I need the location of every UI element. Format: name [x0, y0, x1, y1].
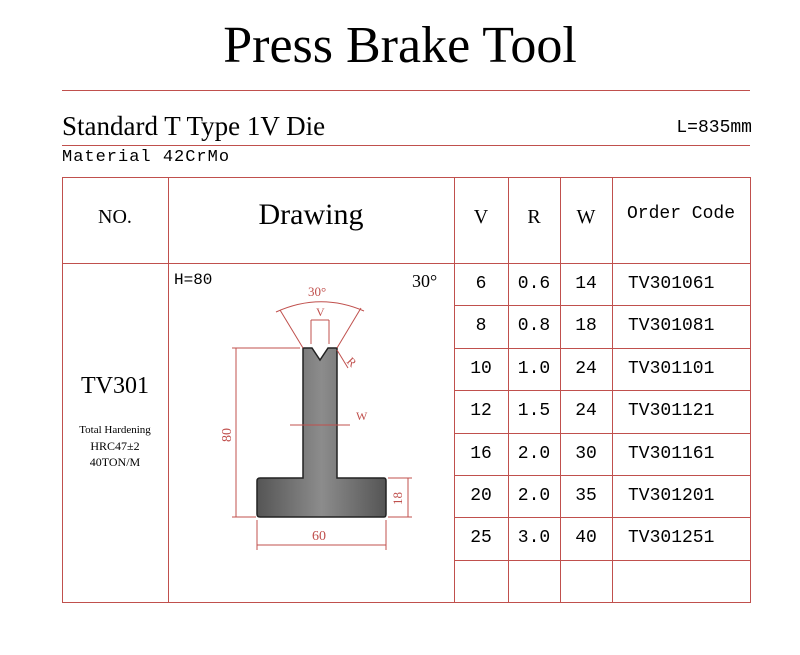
row-cell-r: 1.5: [517, 401, 551, 422]
row-cell-code: TV301201: [628, 486, 715, 506]
dim-r-text: R: [344, 354, 360, 370]
header-r: R: [527, 206, 541, 228]
row-cell-v: 20: [470, 486, 492, 506]
product-note-hrc: HRC47±2: [90, 439, 140, 453]
row-cell-code: TV301101: [628, 358, 715, 379]
dim-18-text: 18: [390, 492, 405, 505]
col-divider-w: [612, 177, 613, 603]
angle-label: 30°: [412, 271, 438, 291]
page-title: Press Brake Tool: [223, 17, 577, 74]
dim-v-text: V: [316, 305, 325, 319]
row-cell-code: TV301161: [628, 443, 715, 464]
row-divider: [454, 559, 750, 561]
col-divider-v: [508, 177, 509, 603]
row-cell-w: 24: [575, 358, 597, 379]
row-cell-w: 40: [575, 528, 597, 549]
product-note-hardening: Total Hardening: [79, 424, 151, 436]
header-drawing: Drawing: [258, 198, 364, 231]
col-divider-no: [168, 177, 169, 603]
row-divider: [454, 432, 750, 434]
row-divider: [454, 390, 750, 392]
height-label: H=80: [174, 271, 213, 289]
row-cell-v: 6: [475, 274, 487, 294]
product-note-tonnage: 40TON/M: [89, 455, 141, 469]
row-cell-r: 0.8: [517, 316, 551, 337]
base-height-dimension: [388, 477, 412, 518]
subtitle: Standard T Type 1V Die: [62, 111, 326, 141]
table-left-border: [62, 177, 63, 603]
product-number: TV301: [81, 373, 149, 399]
dim-80-text: 80: [220, 428, 235, 442]
row-cell-r: 1.0: [517, 358, 551, 379]
row-cell-r: 0.6: [517, 274, 551, 294]
row-cell-w: 14: [575, 274, 597, 294]
header-v: V: [473, 206, 489, 228]
die-profile: [256, 347, 387, 518]
header-w: W: [576, 206, 596, 228]
row-divider: [454, 475, 750, 476]
row-cell-v: 16: [470, 443, 492, 464]
row-cell-r: 2.0: [517, 443, 551, 464]
subtitle-divider: [62, 145, 750, 146]
title-divider: [62, 90, 750, 91]
dim-angle-text: 30°: [308, 284, 326, 299]
dim-w-text: W: [356, 409, 368, 423]
table-right-border: [750, 177, 751, 603]
row-cell-w: 35: [575, 486, 597, 506]
row-cell-v: 10: [470, 358, 492, 379]
row-cell-code: TV301121: [628, 401, 715, 422]
row-cell-v: 8: [475, 316, 487, 337]
header-no: NO.: [98, 206, 132, 228]
col-divider-drawing: [454, 177, 455, 603]
header-order-code: Order Code: [626, 204, 736, 224]
row-divider: [454, 517, 750, 519]
material-label: Material 42CrMo: [62, 148, 231, 167]
base-width-dimension: [256, 520, 387, 550]
row-divider: [454, 305, 750, 307]
length-label: L=835mm: [676, 118, 752, 138]
dim-60-text: 60: [312, 529, 326, 544]
row-cell-w: 30: [575, 443, 597, 464]
table-top-border: [62, 177, 750, 178]
row-cell-w: 18: [575, 316, 597, 337]
col-divider-r: [560, 177, 561, 603]
row-cell-v: 12: [470, 401, 492, 422]
row-cell-v: 25: [470, 528, 492, 549]
row-cell-code: TV301061: [628, 274, 715, 294]
row-cell-r: 3.0: [517, 528, 551, 549]
height-dimension: [232, 347, 300, 518]
angle-dimension: [275, 301, 365, 369]
row-cell-code: TV301251: [628, 528, 715, 549]
table-header-border: [62, 263, 750, 264]
row-cell-w: 24: [575, 401, 597, 422]
row-divider: [454, 347, 750, 349]
row-cell-code: TV301081: [628, 316, 715, 337]
row-cell-r: 2.0: [517, 486, 551, 506]
table-bottom-border: [62, 602, 750, 603]
